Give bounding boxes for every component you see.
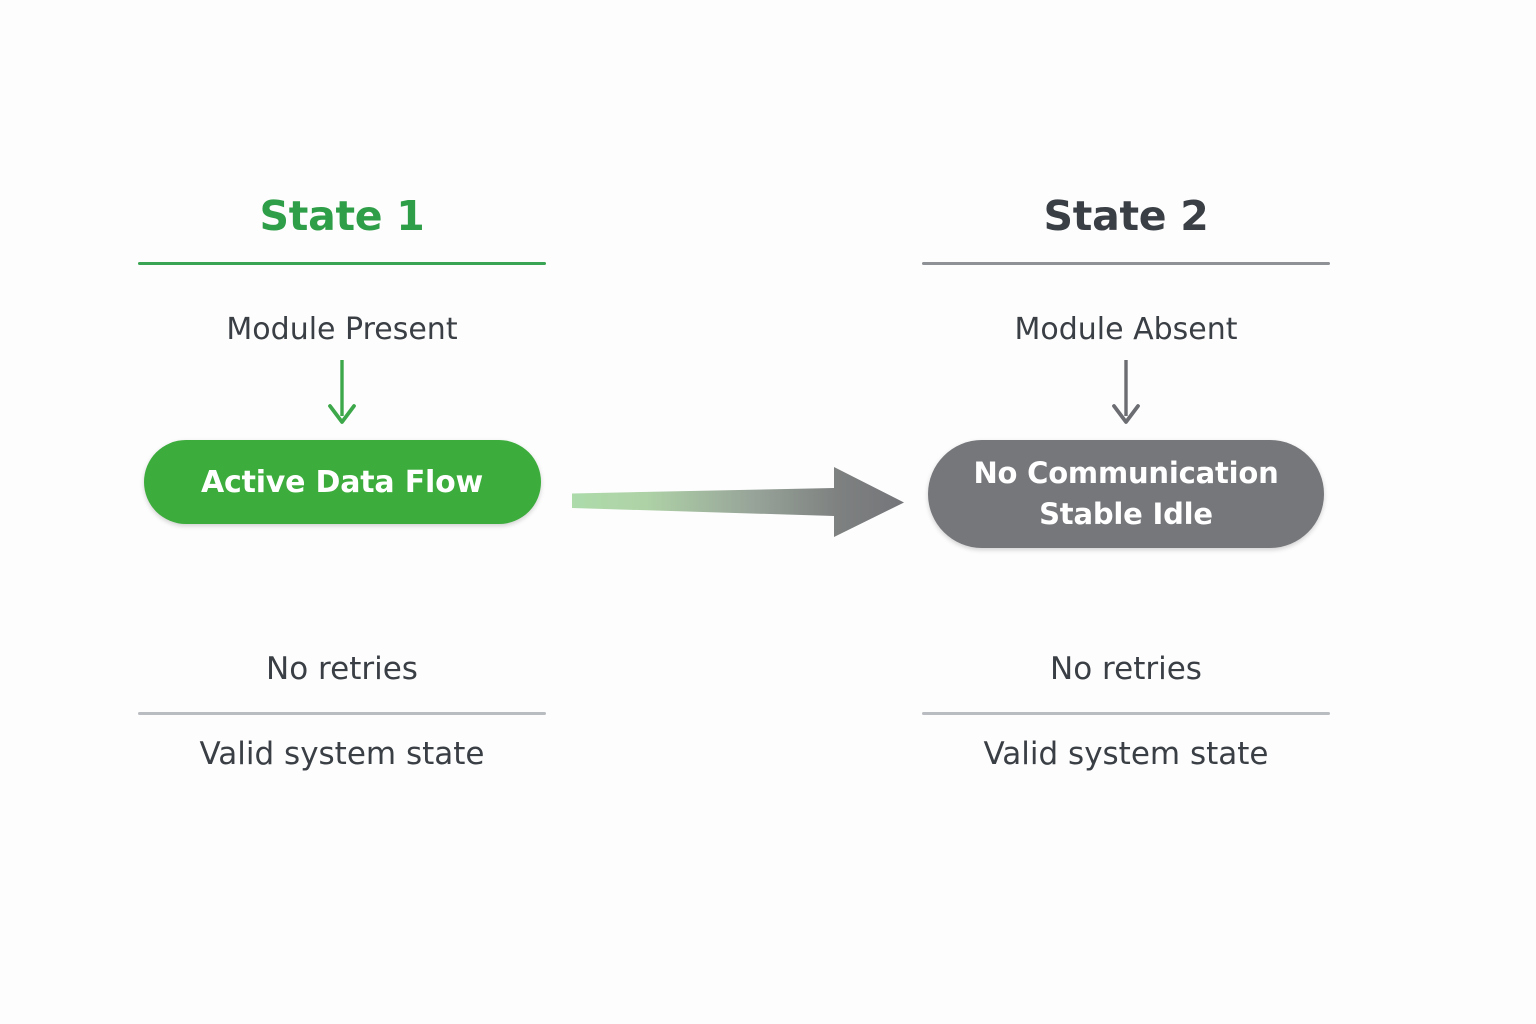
state-1-title-rule [138,262,546,265]
no-communication-stable-idle-pill[interactable]: No Communication Stable Idle [928,440,1324,548]
pill-line: Active Data Flow [200,464,484,500]
state-1-footer: No retries Valid system state [138,652,546,771]
state-column-1: State 1 Module Present Active Data Flow [138,196,546,524]
arrow-down-icon [328,360,356,424]
state-2-footer-rule [922,712,1330,716]
state-2-footer-bottom-label: Valid system state [983,736,1269,773]
state-2-title: State 2 [1043,192,1209,240]
arrow-right-icon [572,467,904,537]
state-1-title: State 1 [259,192,425,240]
state-2-condition-label: Module Absent [1014,312,1238,347]
pill-text-block: No Communication Stable Idle [973,453,1278,535]
state-2-pill-wrap: No Communication Stable Idle [922,440,1330,548]
state-2-title-rule [922,262,1330,265]
pill-line: No Communication [973,455,1279,490]
state-column-2: State 2 Module Absent No Communication S… [922,196,1330,548]
state-1-condition-label: Module Present [226,312,458,347]
state-1-footer-top-label: No retries [266,651,418,687]
arrow-down-icon [1112,360,1140,424]
pill-line: Stable Idle [1039,497,1213,531]
state-1-pill-wrap: Active Data Flow [138,440,546,524]
state-2-footer-top-label: No retries [1050,651,1202,687]
state-1-footer-rule [138,712,546,716]
active-data-flow-pill[interactable]: Active Data Flow [143,440,541,524]
state-2-footer: No retries Valid system state [922,652,1330,771]
state-1-footer-bottom-label: Valid system state [199,736,485,773]
